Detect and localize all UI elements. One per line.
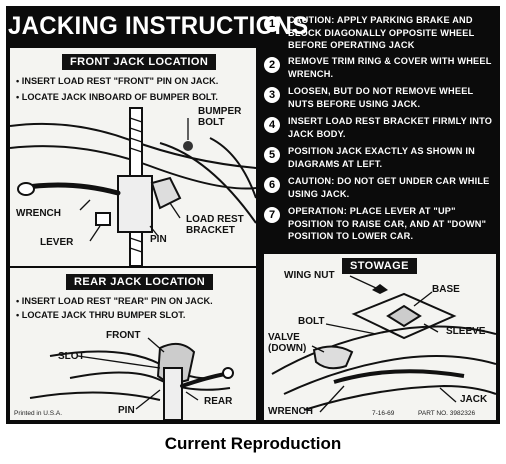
sleeve-label: SLEEVE [446,326,486,337]
wrench-label: WRENCH [16,208,61,219]
rear-bullet-1: • INSERT LOAD REST "REAR" PIN ON JACK. [16,296,213,306]
step-3-text: LOOSEN, BUT DO NOT REMOVE WHEEL NUTS BEF… [288,86,474,109]
lever-label: LEVER [40,237,74,248]
stow-sleeve-block [386,304,422,328]
stowage-header: STOWAGE [342,258,417,274]
bumper-bolt-shape [183,141,193,151]
step-5-text: POSITION JACK EXACTLY AS SHOWN IN DIAGRA… [288,146,475,169]
valve-label: VALVE(DOWN) [268,332,307,354]
rear-jack-handle [180,372,227,388]
stow-date: 7-16-69 [372,410,395,417]
step-1-text: CAUTION: APPLY PARKING BRAKE AND BLOCK D… [288,15,475,50]
step-4: 4 INSERT LOAD REST BRACKET FIRMLY INTO J… [264,115,496,142]
step-7-number: 7 [264,207,280,223]
rear-label: REAR [204,396,233,407]
step-1: 1 CAUTION: APPLY PARKING BRAKE AND BLOCK… [264,14,496,52]
front-bullet-1: • INSERT LOAD REST "FRONT" PIN ON JACK. [16,76,219,86]
front-jack-panel: FRONT JACK LOCATION • INSERT LOAD REST "… [10,48,256,266]
step-4-text: INSERT LOAD REST BRACKET FIRMLY INTO JAC… [288,116,493,139]
stow-base [351,292,457,340]
rear-bumper-bottom [69,371,231,391]
stow-wrench-label: WRENCH [268,406,313,417]
rear-front-label: FRONT [106,330,141,341]
front-jack-diagram [10,107,256,266]
step-3-number: 3 [264,87,280,103]
front-jack-header: FRONT JACK LOCATION [62,54,217,70]
step-2-text: REMOVE TRIM RING & COVER WITH WHEEL WREN… [288,56,492,79]
front-body-curve [159,142,256,224]
front-bullet-1-text: INSERT LOAD REST "FRONT" PIN ON JACK. [21,76,219,86]
front-bullet-2-text: LOCATE JACK INBOARD OF BUMPER BOLT. [21,92,218,102]
rear-bullet-1-text: INSERT LOAD REST "REAR" PIN ON JACK. [21,296,213,306]
load-rest-bracket-shape [150,176,182,210]
printed-in-usa: Printed in U.S.A. [14,410,63,417]
step-2-number: 2 [264,57,280,73]
rear-bullet-2-text: LOCATE JACK THRU BUMPER SLOT. [21,310,186,320]
rear-jack-diagram [29,337,234,420]
bolt-label: BOLT [298,316,325,327]
image-caption: Current Reproduction [164,434,342,453]
lever-shape [95,212,111,226]
step-5: 5 POSITION JACK EXACTLY AS SHOWN IN DIAG… [264,145,496,172]
front-frame-line [10,145,256,190]
rear-jack-panel: REAR JACK LOCATION • INSERT LOAD REST "R… [10,268,256,420]
wing-nut-shape [372,284,388,294]
jack-body [117,175,153,233]
step-7-text: OPERATION: PLACE LEVER AT "UP" POSITION … [288,206,487,241]
step-7: 7 OPERATION: PLACE LEVER AT "UP" POSITIO… [264,205,496,243]
step-2: 2 REMOVE TRIM RING & COVER WITH WHEEL WR… [264,55,496,82]
instruction-steps: 1 CAUTION: APPLY PARKING BRAKE AND BLOCK… [264,14,496,246]
rear-bullet-2: • LOCATE JACK THRU BUMPER SLOT. [16,310,186,320]
stow-tray-top [271,325,496,375]
step-6: 6 CAUTION: DO NOT GET UNDER CAR WHILE US… [264,175,496,202]
step-1-number: 1 [264,16,280,32]
wing-nut-label: WING NUT [284,270,335,281]
slot-label: SLOT [58,351,85,362]
stow-part-no: PART NO. 3982326 [418,410,476,417]
pin-label: PIN [150,234,167,245]
rear-jack-header: REAR JACK LOCATION [66,274,214,290]
rear-handle-end [222,367,234,379]
stowage-diagram [271,275,496,413]
wrench-end [17,182,35,196]
base-label: BASE [432,284,460,295]
stow-wrench [333,369,465,384]
stowage-panel: STOWAGE WING [264,254,496,420]
rear-frame-line [29,391,161,401]
step-5-number: 5 [264,147,280,163]
stow-tray-mid [283,355,496,395]
rear-bumper-top [49,350,211,380]
jacking-decal: JACKING INSTRUCTIONS FRONT JACK LOCATION… [6,6,500,424]
front-fender-curve [209,137,256,199]
decal-title: JACKING INSTRUCTIONS [8,12,309,40]
step-6-text: CAUTION: DO NOT GET UNDER CAR WHILE USIN… [288,176,490,199]
step-4-number: 4 [264,117,280,133]
jack-label: JACK [460,394,488,405]
rear-pin-label: PIN [118,405,135,416]
stow-tray-bottom [303,384,496,411]
step-6-number: 6 [264,177,280,193]
step-3: 3 LOOSEN, BUT DO NOT REMOVE WHEEL NUTS B… [264,85,496,112]
rear-jack-body [163,367,183,420]
front-bullet-2: • LOCATE JACK INBOARD OF BUMPER BOLT. [16,92,218,102]
